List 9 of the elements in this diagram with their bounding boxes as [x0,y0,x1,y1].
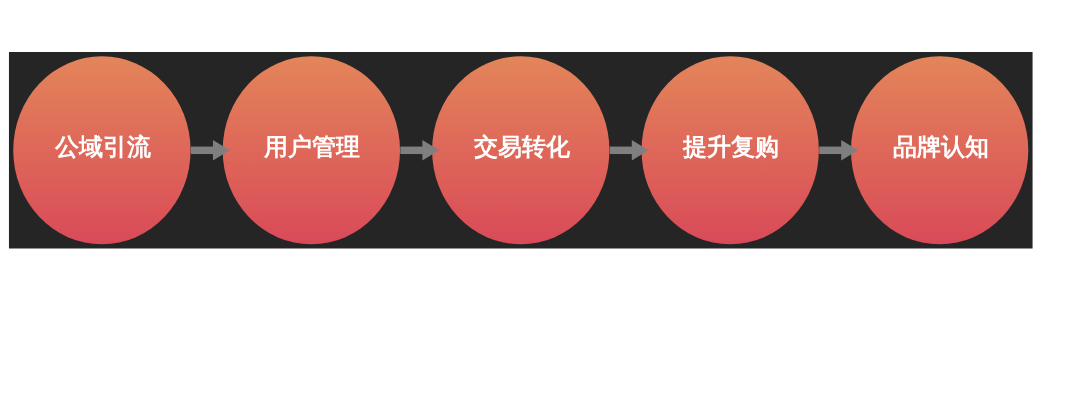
node-circle: 公域引流 [13,56,191,245]
arrow [609,140,649,161]
arrow [819,140,858,161]
node-circle: 用户管理 [222,56,401,245]
arrow [400,140,440,161]
arrow [190,140,230,161]
node-circle: 交易转化 [432,56,610,245]
node-circle: 提升复购 [641,56,819,245]
node-circle: 品牌认知 [850,56,1029,245]
